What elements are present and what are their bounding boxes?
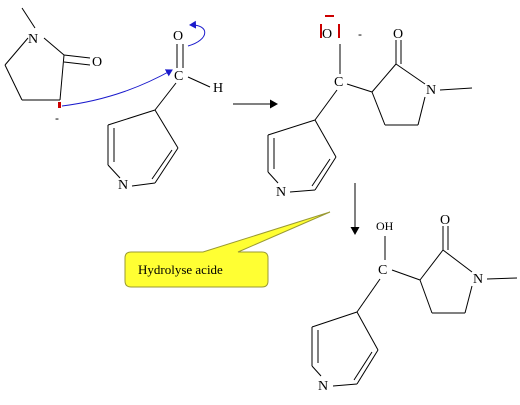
atom-oh: OH — [376, 219, 394, 233]
atom-c: C — [334, 75, 343, 90]
alcohol-product: OH C O N N — [311, 213, 518, 394]
atom-o: O — [393, 27, 403, 42]
atom-o: O — [92, 55, 102, 70]
atom-c: C — [378, 263, 387, 278]
alkoxide-charge: - — [358, 27, 362, 41]
callout-label: Hydrolyse acide — [138, 262, 223, 277]
carbanion-mark — [58, 102, 61, 108]
atom-n: N — [473, 272, 483, 287]
carbonyl-pushing-arrow — [187, 20, 206, 47]
alkoxide-lone-pair-left — [320, 24, 322, 38]
atom-h: H — [213, 81, 223, 96]
atom-n: N — [276, 185, 286, 200]
atom-n: N — [318, 379, 328, 394]
atom-c: C — [174, 69, 183, 84]
nucleophilic-attack-arrow — [61, 69, 173, 107]
atom-o-minus: O — [322, 27, 332, 42]
atom-n: N — [118, 178, 128, 193]
alkoxide-minus-bar — [325, 15, 334, 17]
pyrrolidinone-anion: N O - — [4, 7, 102, 125]
carbanion-charge: - — [55, 111, 59, 125]
atom-o: O — [440, 213, 450, 228]
atom-n: N — [28, 32, 38, 47]
atom-o: O — [173, 29, 183, 44]
callout-bubble — [124, 211, 331, 288]
pyridine-carbaldehyde: O C H N — [107, 29, 223, 193]
alkoxide-intermediate: O - C O N N — [267, 15, 473, 200]
alkoxide-lone-pair — [338, 24, 340, 38]
atom-n: N — [426, 83, 436, 98]
hydrolysis-callout: Hydrolyse acide — [124, 211, 331, 288]
